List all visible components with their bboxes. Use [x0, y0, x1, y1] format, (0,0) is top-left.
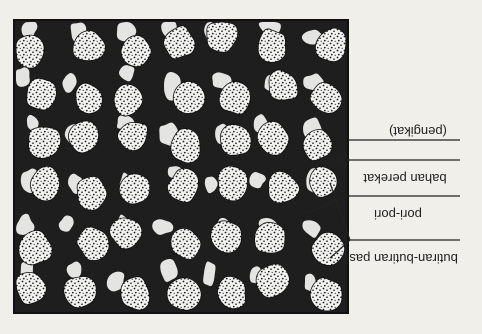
label-butiran-pasir: butiran-butiran pasir: [342, 251, 458, 266]
label-bahan-perekat: bahan perekat: [363, 171, 447, 186]
sand-grain: [119, 174, 150, 204]
binder-matrix: [14, 20, 348, 313]
sand-grain: [167, 278, 201, 310]
sand-grain: [173, 81, 205, 113]
sand-grain: [255, 222, 285, 253]
sand-grain: [27, 78, 57, 110]
sand-grain: [218, 166, 247, 201]
sand-grain: [258, 29, 285, 63]
sand-grain: [310, 278, 342, 311]
label-pori-pori: pori-pori: [374, 207, 422, 222]
label-pengikat: (pengikat): [389, 124, 447, 139]
pore: [16, 67, 30, 87]
